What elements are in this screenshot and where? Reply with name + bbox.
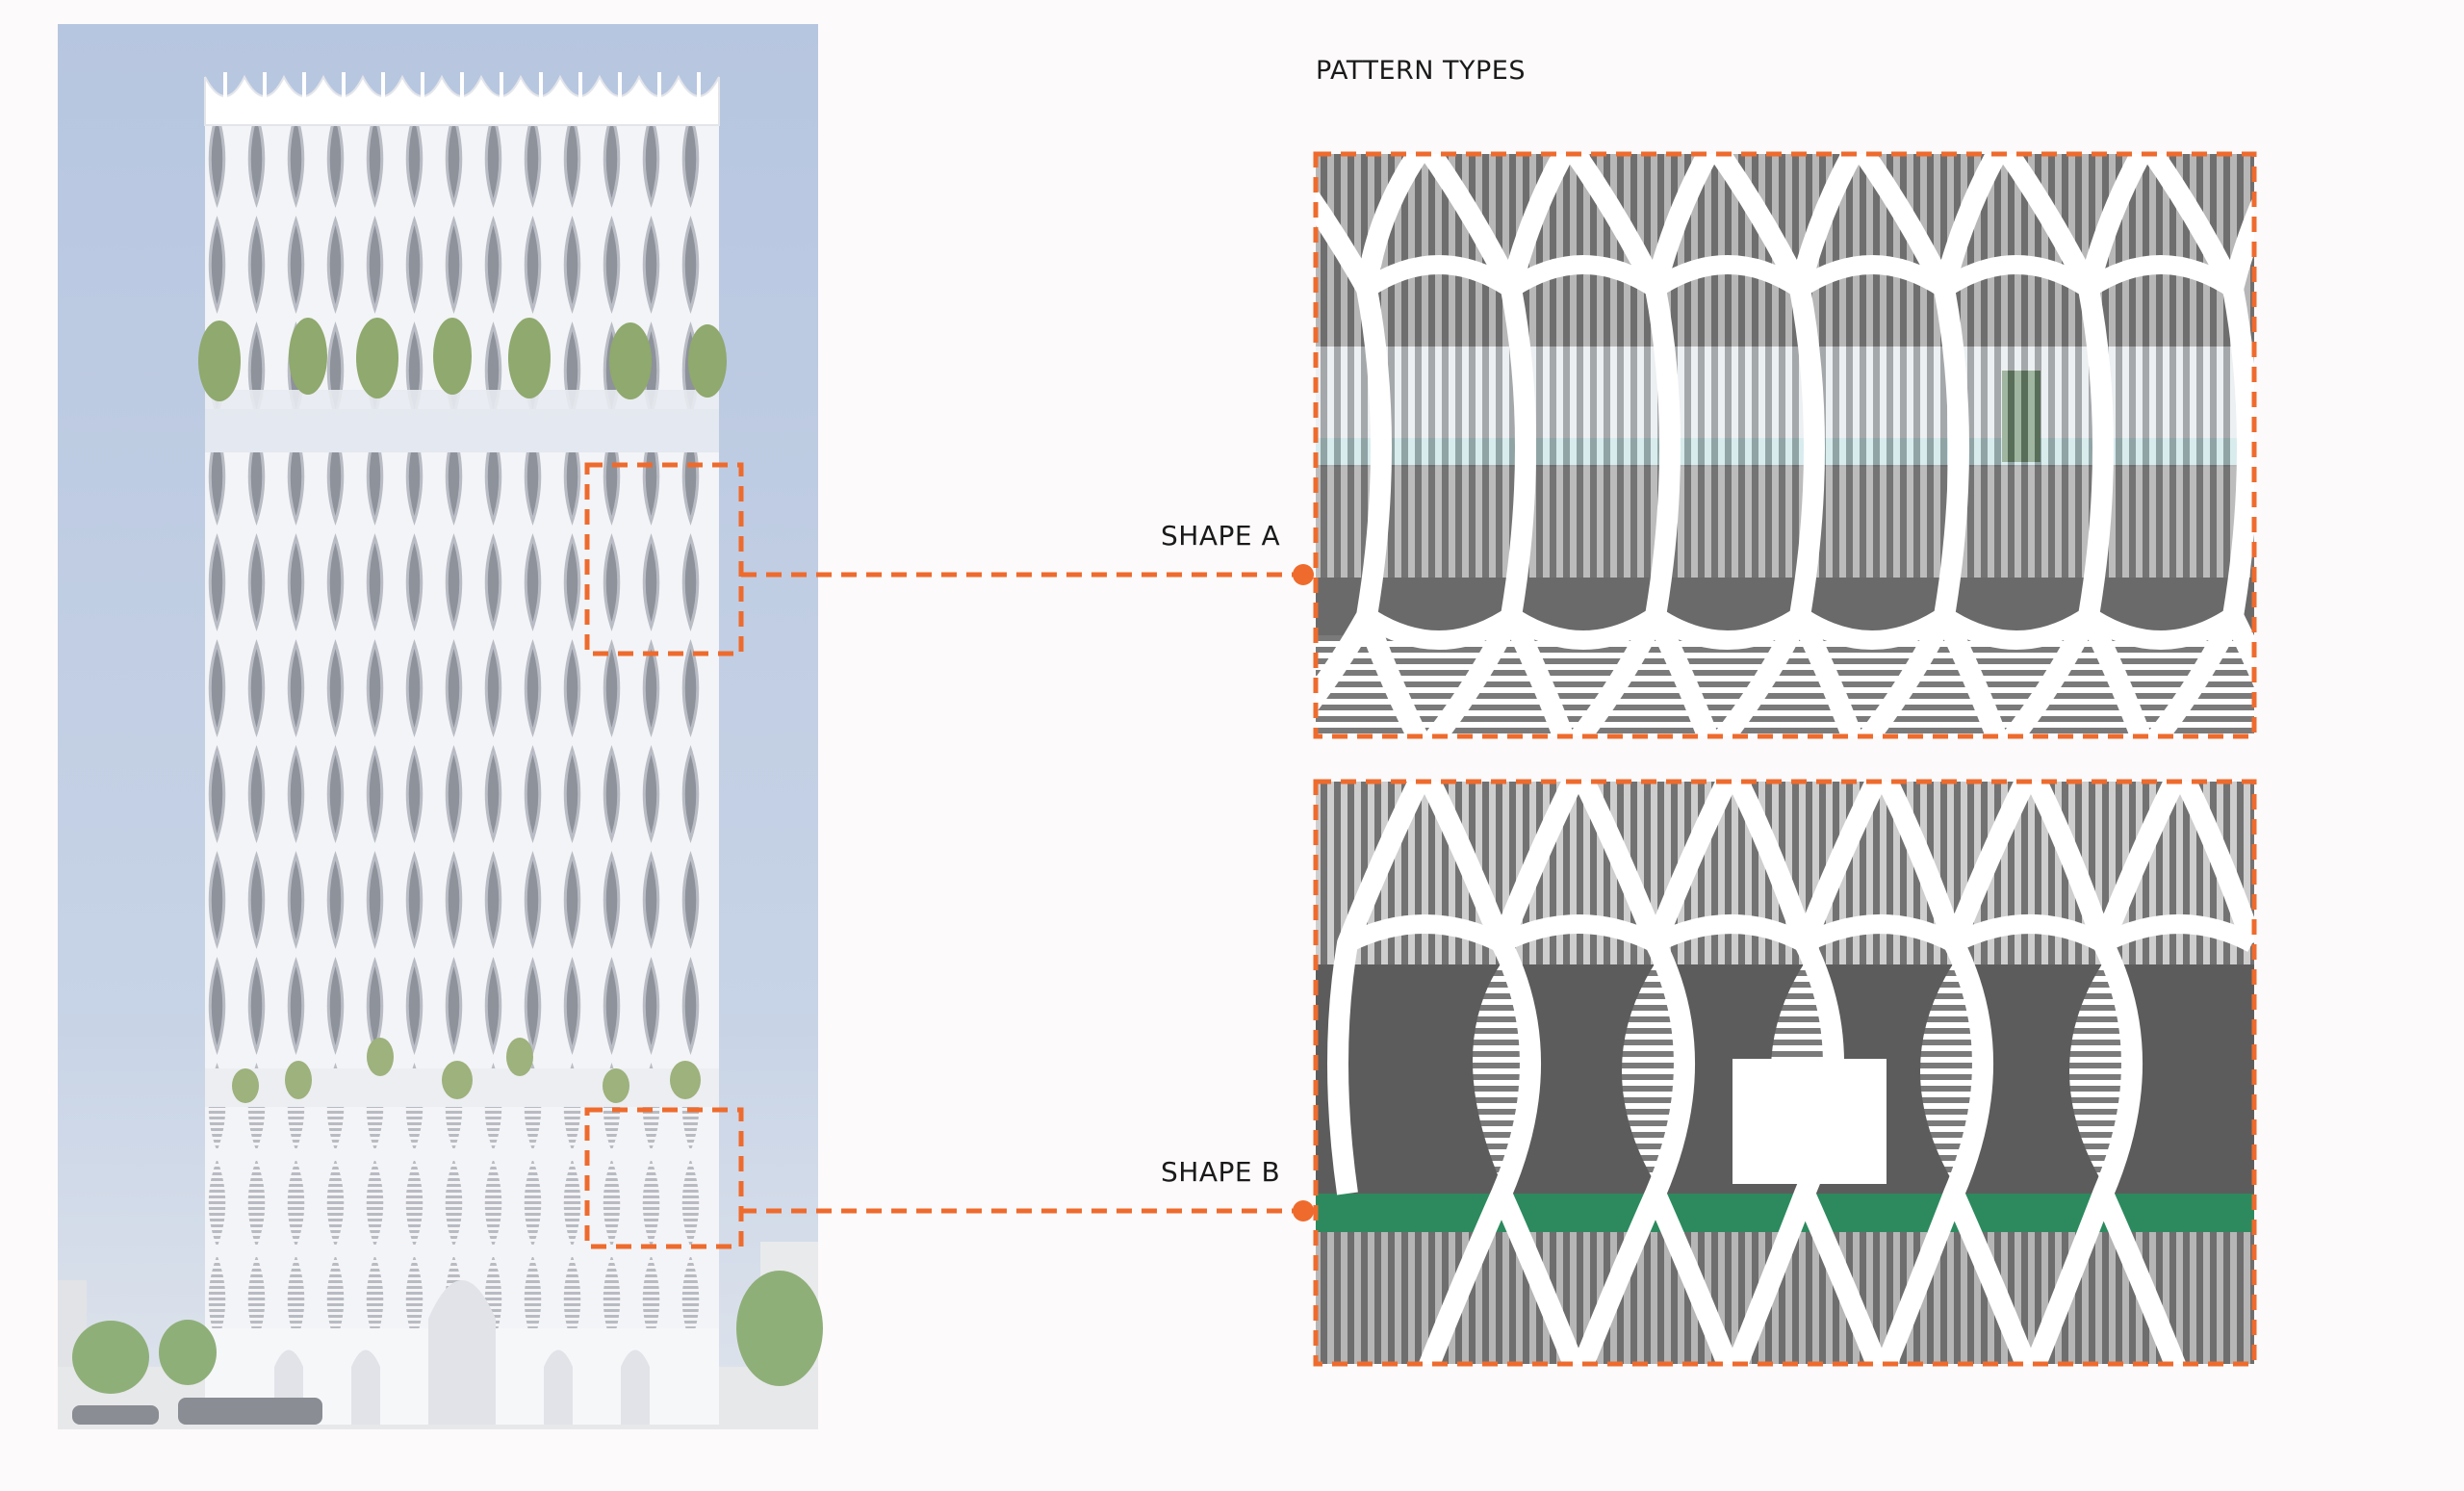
connector-dot-b (1293, 1200, 1314, 1221)
shape-a-frame (1313, 151, 2257, 739)
tower-render (58, 24, 823, 1429)
shape-b-frame (1313, 779, 2257, 1367)
shape-b-detail (1316, 782, 2254, 1364)
sky-garden-trees (198, 318, 727, 401)
shape-b-label: SHAPE B (1161, 1156, 1281, 1188)
connector-dot-a (1293, 564, 1314, 585)
shape-a-label: SHAPE A (1161, 520, 1281, 552)
tower-callout-box-b (584, 1107, 744, 1249)
shape-a-detail (1316, 154, 2254, 736)
tower-callout-box-a (584, 462, 744, 656)
diagram-title: PATTERN TYPES (1316, 56, 1527, 86)
